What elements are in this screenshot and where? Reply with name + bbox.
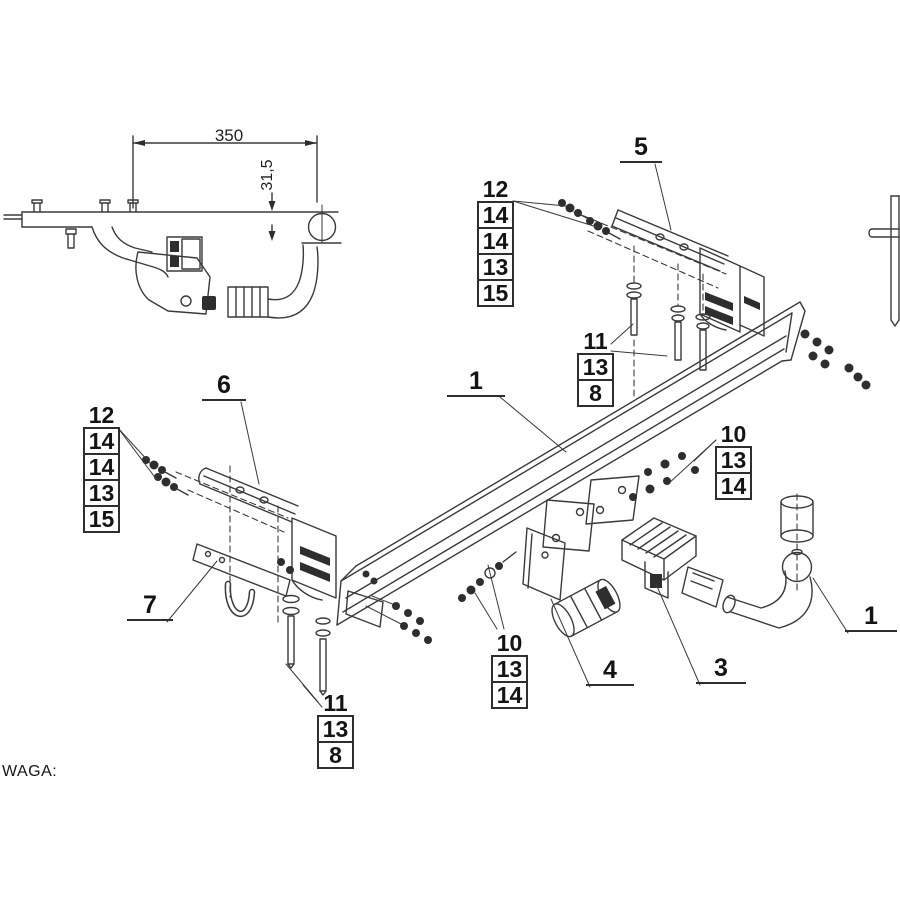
callout-text: 5 (634, 133, 648, 161)
hardware-washers-center (458, 551, 517, 602)
callout-plug-housing: 3 (696, 655, 746, 684)
callout-bracket-right: 5 (620, 134, 662, 163)
note-label: WAGA: (2, 763, 58, 780)
stack-item: 14 (83, 453, 120, 481)
pin-right-edge (868, 195, 900, 327)
stack-item: 13 (83, 479, 120, 507)
stack-item: 13 (715, 446, 752, 474)
hardware-stack-washers-center: 10 13 14 (491, 629, 528, 709)
callout-text: 3 (714, 654, 728, 682)
callout-main-beam: 1 (447, 368, 505, 397)
hardware-stack-upper-right: 12 14 14 13 15 (477, 175, 514, 307)
stack-item: 14 (491, 681, 528, 709)
stack-item: 10 (715, 420, 752, 448)
stack-item: 8 (317, 741, 354, 769)
stack-item: 15 (83, 505, 120, 533)
callout-socket-bracket: 4 (586, 657, 634, 686)
stack-item: 14 (83, 427, 120, 455)
hardware-washers-beam-end (800, 329, 871, 390)
side-bracket-left (198, 467, 337, 601)
hardware-stack-bolts-left: 11 13 8 (317, 689, 354, 769)
hardware-washers-right-of-plates (629, 452, 699, 501)
socket-bracket (522, 527, 621, 638)
hardware-stack-bolts-right: 11 13 8 (577, 327, 614, 407)
callout-text: 7 (143, 591, 157, 619)
stack-item: 13 (477, 253, 514, 281)
stack-item: 14 (715, 472, 752, 500)
plug-housing (621, 517, 697, 599)
callout-tow-ball: 1 (845, 603, 897, 632)
hardware-nuts-center (365, 595, 432, 644)
hardware-bolts-below-right-bracket (626, 282, 711, 371)
stack-item: 11 (577, 327, 614, 355)
callout-text: 6 (217, 371, 231, 399)
stack-item: 13 (317, 715, 354, 743)
stack-item: 12 (83, 401, 120, 429)
stack-item: 14 (477, 201, 514, 229)
dimension-width-350: 350 (214, 126, 244, 145)
callout-text: 4 (603, 656, 617, 684)
hardware-bolts-upper-right (558, 199, 621, 240)
hardware-stack-upper-left: 12 14 14 13 15 (83, 401, 120, 533)
callout-text: 1 (469, 367, 483, 395)
tow-ball (681, 495, 814, 629)
stack-item: 10 (491, 629, 528, 657)
hardware-stack-washers-right: 10 13 14 (715, 420, 752, 500)
assembly-dashed-lines (175, 211, 798, 623)
callout-base-plate: 7 (127, 592, 173, 621)
stack-item: 8 (577, 379, 614, 407)
stack-item: 14 (477, 227, 514, 255)
side-bracket-right (611, 209, 765, 337)
stack-item: 13 (491, 655, 528, 683)
dimension-height-31-5: 31,5 (259, 159, 276, 191)
main-beam (336, 301, 806, 628)
base-plate (192, 543, 291, 617)
side-view-towbar (3, 199, 339, 319)
stack-item: 15 (477, 279, 514, 307)
leader-lines (117, 163, 849, 708)
callout-bracket-left: 6 (202, 372, 246, 401)
stack-item: 13 (577, 353, 614, 381)
callout-text: 1 (864, 602, 878, 630)
hardware-bolts-below-left-bracket (277, 558, 331, 696)
stack-item: 11 (317, 689, 354, 717)
side-view-dimension-lines (132, 135, 342, 244)
stack-item: 12 (477, 175, 514, 203)
